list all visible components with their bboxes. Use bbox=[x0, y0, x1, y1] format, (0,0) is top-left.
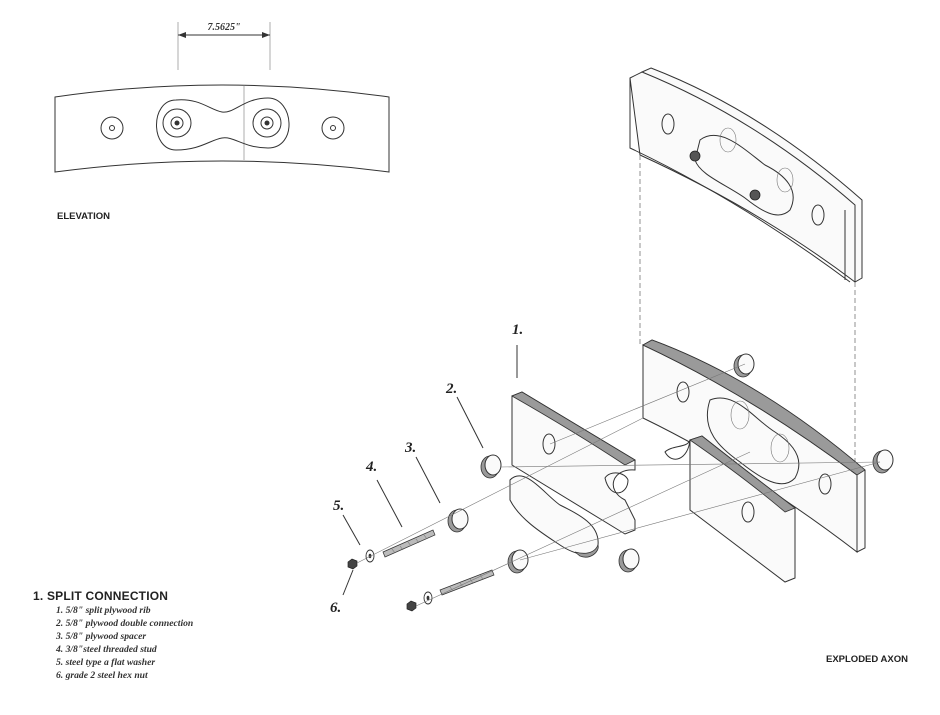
axis-line-bottom bbox=[519, 461, 881, 561]
spacer-3-callout bbox=[447, 508, 469, 533]
double-connection-edge bbox=[574, 543, 599, 558]
spacer-2-callout bbox=[480, 454, 502, 479]
rear-connection-bore-upper bbox=[730, 400, 750, 430]
elevation-nut-left bbox=[170, 116, 184, 130]
elevation-hole-right bbox=[321, 116, 345, 140]
front-rib-hole bbox=[542, 433, 556, 455]
elevation-nut-right bbox=[260, 116, 274, 130]
assembled-hole-left bbox=[661, 113, 675, 135]
leader-3 bbox=[415, 456, 441, 504]
spacer-far-right bbox=[872, 449, 894, 474]
leader-2 bbox=[456, 396, 484, 449]
elevation-stud-right bbox=[264, 120, 270, 126]
assembled-spacer-lower bbox=[776, 167, 794, 193]
rear-connection-bore-lower bbox=[770, 433, 790, 463]
legend-item-5: 5. steel type a flat washer bbox=[56, 657, 155, 668]
legend-item-6: 6. grade 2 steel hex nut bbox=[56, 670, 148, 681]
legend-item-3: 3. 5/8" plywood spacer bbox=[55, 631, 146, 642]
spacer-far-top bbox=[733, 353, 755, 378]
elevation-hole-left bbox=[100, 116, 124, 140]
elevation-drawing: 7.5625" ELEVATION bbox=[54, 22, 390, 222]
legend-item-1: 1. 5/8" split plywood rib bbox=[56, 605, 151, 616]
axis-line-top bbox=[549, 363, 746, 445]
axis-line-hole bbox=[499, 461, 881, 468]
flat-washer-lower bbox=[423, 591, 433, 605]
front-split-rib-top-edge bbox=[511, 391, 636, 466]
assembled-nut-lower bbox=[749, 189, 761, 201]
elevation-hole-right-center bbox=[330, 125, 336, 131]
legend-item-4: 4. 3/8"steel threaded stud bbox=[55, 644, 157, 655]
elevation-washer-right bbox=[252, 108, 282, 138]
assembled-nut-upper bbox=[689, 150, 701, 162]
elevation-hole-left-center bbox=[109, 125, 115, 131]
leader-5 bbox=[342, 514, 361, 546]
legend-title: 1. SPLIT CONNECTION bbox=[33, 589, 168, 603]
spacer-lower-left bbox=[507, 549, 529, 574]
elevation-double-connection bbox=[156, 97, 290, 151]
legend: 1. SPLIT CONNECTION 1. 5/8" split plywoo… bbox=[33, 589, 193, 681]
middle-split-rib-top-edge bbox=[689, 435, 796, 513]
assembled-lower-edge bbox=[629, 78, 851, 283]
spacer-lower-right bbox=[618, 548, 640, 573]
callout-1: 1. bbox=[512, 322, 523, 338]
dimension-arrow-right bbox=[262, 32, 270, 38]
hex-nut-upper bbox=[347, 558, 358, 570]
callout-2: 2. bbox=[445, 381, 457, 397]
threaded-stud-upper bbox=[382, 529, 436, 558]
leader-4 bbox=[376, 479, 403, 528]
callout-5: 5. bbox=[333, 498, 344, 514]
middle-split-rib-notch bbox=[664, 439, 691, 460]
flat-washer-upper bbox=[365, 549, 375, 563]
assembled-hole-right bbox=[811, 204, 825, 226]
callout-3: 3. bbox=[404, 440, 416, 456]
hex-nut-lower bbox=[406, 600, 417, 612]
assembled-spacer-upper bbox=[719, 127, 737, 153]
callout-4: 4. bbox=[365, 459, 377, 475]
elevation-washer-left bbox=[162, 108, 192, 138]
elevation-stud-left bbox=[174, 120, 180, 126]
rear-double-connection bbox=[706, 397, 800, 485]
rear-rib-plate-top-edge bbox=[642, 339, 866, 476]
assembled-front-plate bbox=[629, 71, 856, 284]
axis-line-lower bbox=[415, 451, 751, 607]
dimension-text: 7.5625" bbox=[207, 22, 240, 33]
elevation-label: ELEVATION bbox=[57, 211, 110, 222]
elevation-rib bbox=[54, 84, 390, 173]
leader-6 bbox=[342, 569, 354, 596]
dimension-arrow-left bbox=[178, 32, 186, 38]
legend-item-2: 2. 5/8" plywood double connection bbox=[55, 618, 193, 629]
middle-rib-hole bbox=[741, 501, 755, 523]
assembled-axon bbox=[629, 67, 863, 284]
rear-rib-hole-right bbox=[818, 473, 832, 495]
exploded-axon: 1. 2. 3. 4. 5. 6. bbox=[330, 322, 894, 616]
front-rib-notch bbox=[604, 472, 629, 494]
exploded-axon-label: EXPLODED AXON bbox=[826, 654, 908, 665]
callout-6: 6. bbox=[330, 600, 341, 616]
assembled-double-connection bbox=[694, 134, 794, 216]
axis-line-upper bbox=[356, 417, 644, 564]
